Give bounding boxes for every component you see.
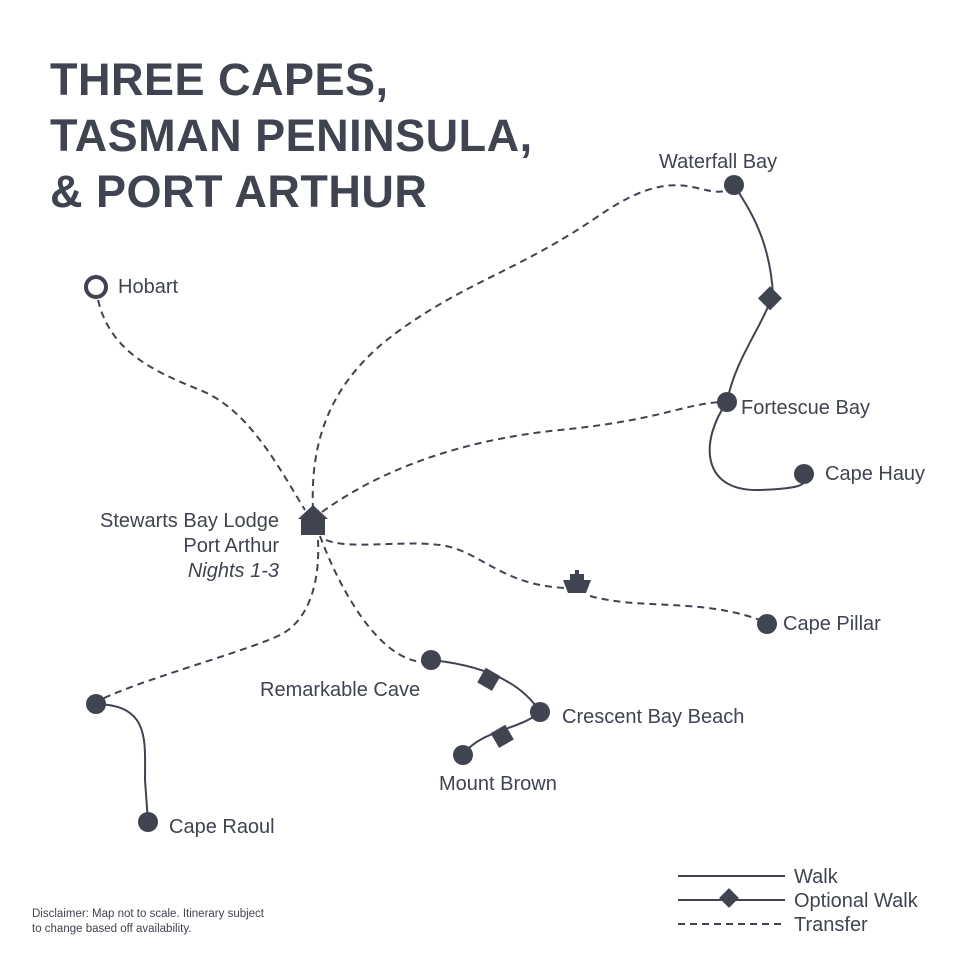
transfer-lodge-remarkable-cave (319, 535, 426, 663)
label-crescent-bay-beach: Crescent Bay Beach (562, 706, 744, 728)
label-cape-pillar: Cape Pillar (783, 613, 881, 635)
label-mount-brown: Mount Brown (439, 773, 557, 795)
legend-walk-label: Walk (794, 866, 839, 888)
legend-transfer-label: Transfer (794, 914, 868, 936)
disclaimer-line-2: to change based off availability. (32, 923, 192, 935)
label-remarkable-cave: Remarkable Cave (260, 679, 420, 701)
cape-raoul-start-marker (86, 694, 106, 714)
cape-pillar-marker (757, 614, 777, 634)
remarkable-cave-marker (421, 650, 441, 670)
title-line-2: TASMAN PENINSULA, (50, 110, 533, 161)
title-line-3: & PORT ARTHUR (50, 166, 428, 217)
optional-walk-diamond-icon (757, 286, 783, 311)
mount-brown-marker (453, 745, 473, 765)
legend: Walk Optional Walk Transfer (678, 866, 919, 936)
title-line-1: THREE CAPES, (50, 54, 389, 105)
transfer-lodge-fortescue-bay (321, 401, 721, 513)
label-hobart: Hobart (118, 276, 178, 298)
transfer-lodge-cape-raoul (99, 539, 320, 701)
label-waterfall-bay: Waterfall Bay (659, 151, 777, 173)
legend-diamond-icon (719, 888, 739, 908)
optional-walk-diamond-icon (477, 667, 501, 691)
label-lodge: Stewarts Bay Lodge (100, 510, 279, 532)
map-title: THREE CAPES, TASMAN PENINSULA, & PORT AR… (50, 52, 533, 220)
label-cape-raoul: Cape Raoul (169, 816, 275, 838)
cape-raoul-marker (138, 812, 158, 832)
boat-icon (563, 570, 591, 593)
lodge-house-icon (298, 505, 328, 535)
cape-hauy-marker (794, 464, 814, 484)
walk-cape-raoul (95, 703, 149, 823)
label-fortescue-bay: Fortescue Bay (741, 397, 870, 419)
transfer-lodge-boat (325, 539, 566, 589)
transfer-hobart-lodge (97, 299, 306, 511)
label-lodge-nights: Nights 1-3 (188, 560, 279, 582)
legend-optional-walk-label: Optional Walk (794, 890, 919, 912)
disclaimer: Disclaimer: Map not to scale. Itinerary … (32, 907, 322, 937)
optional-walk-diamond-icon (490, 724, 514, 748)
transfer-boat-cape-pillar (589, 595, 761, 621)
disclaimer-line-1: Disclaimer: Map not to scale. Itinerary … (32, 908, 265, 920)
hobart-marker (84, 275, 108, 299)
transfer-lodge-waterfall-bay (311, 184, 729, 511)
fortescue-bay-marker (717, 392, 737, 412)
crescent-bay-beach-marker (530, 702, 550, 722)
label-cape-hauy: Cape Hauy (825, 463, 925, 485)
waterfall-bay-marker (724, 175, 744, 195)
label-lodge-location: Port Arthur (183, 535, 279, 557)
